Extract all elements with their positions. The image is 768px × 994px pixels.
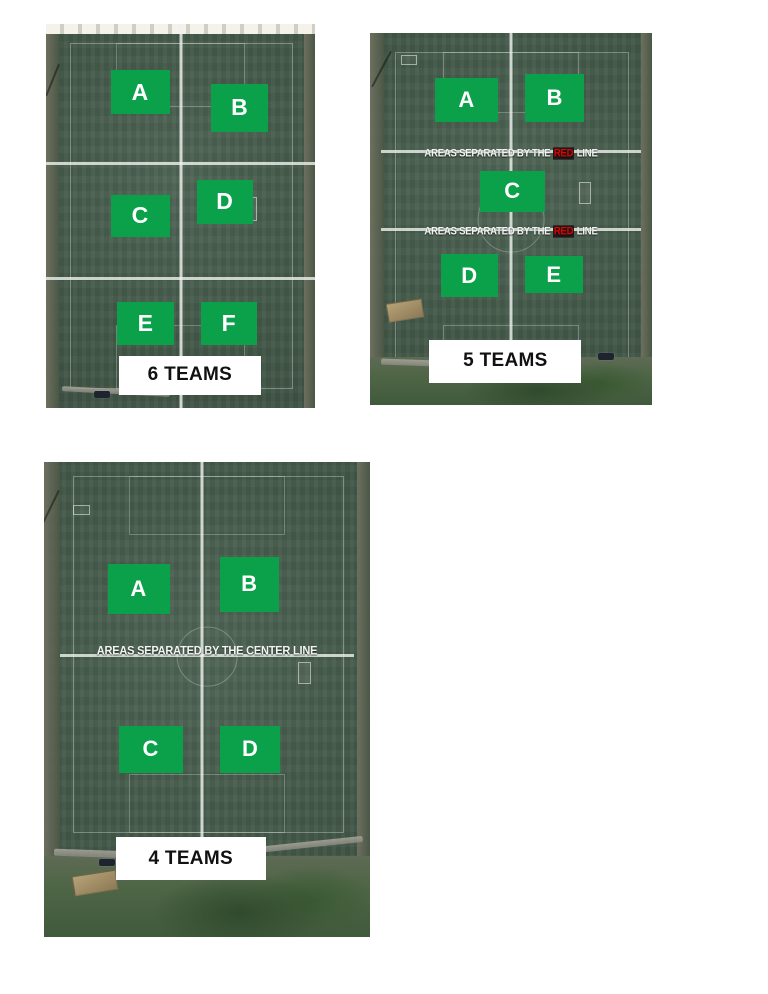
divider-label-highlight: RED [552, 147, 575, 160]
team-tile-d: D [440, 254, 499, 298]
caption-label: 4 TEAMS [148, 847, 233, 869]
diagram-six-teams: A B C D E F 6 TEAMS [46, 24, 315, 408]
parked-car-one [99, 858, 116, 866]
team-tile-label: B [231, 94, 249, 121]
caption-four-teams: 4 TEAMS [115, 837, 266, 880]
penalty-box-top [128, 476, 286, 536]
field-right-margin [356, 462, 370, 937]
team-tile-a: A [110, 70, 170, 115]
divider-label-highlight: RED [552, 225, 575, 239]
team-tile-f: F [200, 302, 258, 345]
team-tile-e: E [525, 256, 583, 294]
team-tile-label: D [216, 188, 234, 215]
divider-label-prefix: AREAS SEPARATED BY THE [424, 225, 553, 239]
field-left-margin [370, 33, 385, 405]
goal-structure-side [298, 661, 312, 684]
diagram-five-teams: A B C D E AREAS SEPARATED BY THE RED LIN… [370, 33, 652, 405]
team-tile-d: D [220, 725, 281, 774]
team-tile-a: A [107, 564, 170, 614]
parked-car [94, 390, 111, 398]
team-tile-b: B [525, 73, 585, 123]
divider-label-suffix: LINE [574, 225, 598, 239]
divider-label-center: AREAS SEPARATED BY THE CENTER LINE [44, 644, 370, 657]
red-divider-line-upper [381, 150, 641, 154]
team-tile-label: D [461, 262, 478, 288]
caption-label: 6 TEAMS [147, 364, 233, 386]
goal-structure-side [578, 181, 591, 204]
team-tile-label: C [142, 736, 159, 762]
diagram-four-teams: A B C D AREAS SEPARATED BY THE CENTER LI… [44, 462, 370, 937]
team-tile-label: C [504, 178, 521, 204]
team-tile-c: C [118, 725, 183, 774]
team-tile-label: B [546, 85, 563, 111]
team-tile-b: B [211, 83, 268, 132]
caption-label: 5 TEAMS [463, 350, 548, 372]
team-tile-c: C [479, 170, 545, 212]
vertical-divider-line [509, 33, 513, 405]
divider-label-prefix: AREAS SEPARATED BY THE [424, 147, 553, 160]
team-tile-label: A [458, 86, 475, 112]
team-tile-c: C [110, 194, 170, 238]
red-divider-line-lower [381, 228, 641, 232]
team-tile-b: B [220, 557, 279, 612]
field-right-margin [304, 24, 315, 408]
divider-label-lower: AREAS SEPARATED BY THE RED LINE [370, 225, 652, 239]
team-tile-d: D [196, 179, 254, 224]
vertical-center-line [200, 462, 204, 842]
team-tile-label: F [221, 310, 237, 336]
goal-structure-top [401, 55, 418, 66]
vertical-divider-line [179, 24, 182, 408]
field-right-margin [640, 33, 652, 405]
field-left-margin [46, 24, 60, 408]
divider-label-prefix: AREAS SEPARATED BY THE CENTER LINE [96, 644, 318, 658]
team-tile-label: B [241, 571, 258, 597]
divider-label-suffix: LINE [574, 147, 598, 160]
field-left-margin [44, 462, 61, 937]
team-tile-label: D [241, 736, 259, 762]
goal-structure-top [73, 504, 91, 515]
team-tile-a: A [434, 77, 499, 123]
team-tile-e: E [117, 302, 174, 345]
divider-label-upper: AREAS SEPARATED BY THE RED LINE [370, 147, 652, 160]
horizontal-divider-line-upper [46, 162, 315, 166]
team-tile-label: E [546, 261, 562, 287]
parked-car [598, 352, 615, 360]
caption-six-teams: 6 TEAMS [118, 356, 262, 395]
caption-five-teams: 5 TEAMS [429, 339, 582, 383]
horizontal-center-line [60, 654, 354, 658]
penalty-box-bottom [128, 773, 286, 833]
team-tile-label: A [130, 576, 147, 602]
horizontal-divider-line-lower [46, 277, 315, 281]
team-tile-label: A [131, 78, 149, 105]
team-tile-label: E [137, 310, 154, 336]
team-tile-label: C [131, 202, 149, 229]
